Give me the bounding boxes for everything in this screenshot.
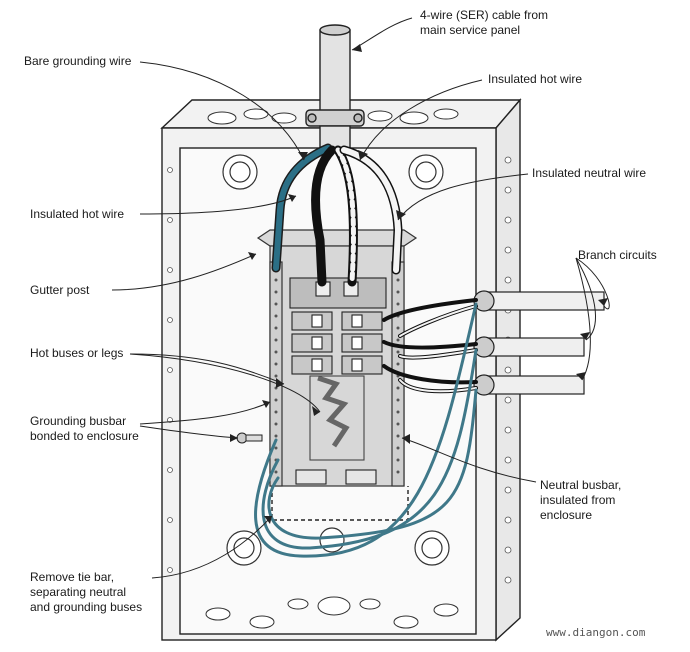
watermark: www.diangon.com	[546, 626, 646, 639]
breakers	[289, 277, 387, 485]
label-tie-bar-line1: Remove tie bar,	[30, 570, 115, 584]
tie-bar	[271, 486, 409, 521]
label-bare-ground: Bare grounding wire	[24, 54, 132, 68]
leader-lines	[111, 17, 610, 579]
top-knockouts	[207, 108, 459, 125]
label-cable-line1: 4-wire (SER) cable from	[420, 8, 549, 22]
label-neutral-busbar-line2: insulated from	[540, 493, 616, 507]
label-gutter-post: Gutter post	[30, 283, 90, 297]
feeder-wires	[271, 143, 403, 287]
label-ground-busbar-line1: Grounding busbar	[30, 414, 127, 428]
branch-cables	[473, 290, 605, 396]
label-hot-wire-left: Insulated hot wire	[30, 207, 125, 221]
label-neutral-busbar-line3: enclosure	[540, 508, 593, 522]
branch-wires	[254, 298, 478, 558]
label-hot-wire-top: Insulated hot wire	[488, 72, 583, 86]
label-neutral-busbar-line1: Neutral busbar,	[540, 478, 622, 492]
label-ground-busbar-line2: bonded to enclosure	[30, 429, 139, 443]
label-tie-bar-line2: separating neutral	[30, 585, 127, 599]
label-tie-bar-line3: and grounding buses	[30, 600, 143, 614]
label-cable-line2: main service panel	[420, 23, 521, 37]
ground-screw	[236, 432, 263, 444]
label-branch-circuits: Branch circuits	[578, 248, 657, 262]
busbar-holes	[274, 278, 400, 474]
back-knockouts	[222, 154, 450, 566]
bottom-knockouts	[205, 596, 459, 629]
label-neutral-wire: Insulated neutral wire	[532, 166, 647, 180]
label-hot-buses: Hot buses or legs	[30, 346, 124, 360]
leader-arrowheads	[230, 44, 608, 524]
